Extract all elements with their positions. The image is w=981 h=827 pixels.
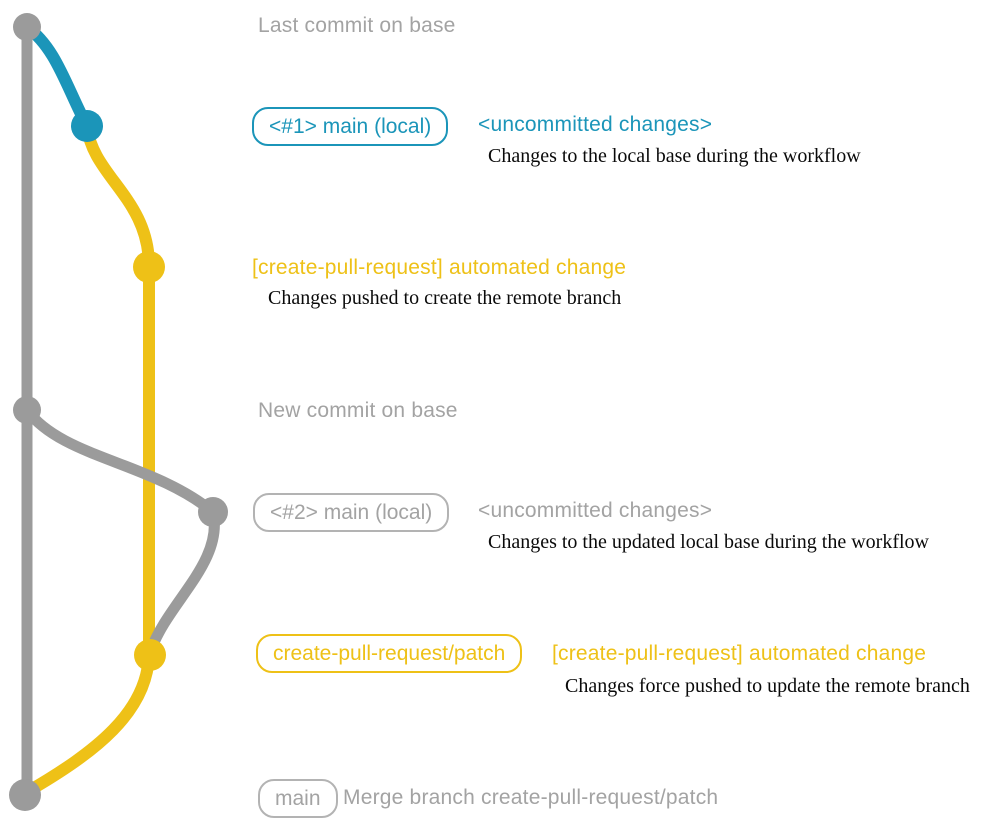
label-last-commit-on-base: Last commit on base [258, 14, 456, 37]
commit-dot-main-local-1 [71, 110, 103, 142]
branch-badge-create-pull-request-patch: create-pull-request/patch [256, 634, 523, 673]
branch-badge-main: main [258, 779, 338, 818]
label-uncommitted-changes-1: <uncommitted changes> [478, 113, 713, 136]
note-force-push-remote-branch: Changes force pushed to update the remot… [565, 675, 970, 697]
main-local-1-branch-line [21, 21, 93, 132]
commit-dot-automated-change-2 [134, 639, 166, 671]
commit-graph [9, 13, 228, 811]
main-local-2-branch-line [21, 404, 220, 656]
commit-dot-last-base [13, 13, 41, 41]
commit-dot-automated-change-1 [133, 251, 165, 283]
label-automated-change-2: [create-pull-request] automated change [552, 642, 927, 665]
commit-dot-new-base [13, 396, 41, 424]
commit-dot-main-local-2 [198, 497, 228, 527]
branch-badge-main-local-2: <#2> main (local) [253, 493, 450, 532]
note-push-remote-branch: Changes pushed to create the remote bran… [268, 287, 622, 309]
label-uncommitted-changes-2: <uncommitted changes> [478, 499, 713, 522]
label-new-commit-on-base: New commit on base [258, 399, 458, 422]
commit-dot-merge [9, 779, 41, 811]
note-local-base-changes: Changes to the local base during the wor… [488, 145, 861, 167]
note-updated-local-base-changes: Changes to the updated local base during… [488, 531, 929, 553]
patch-branch-line [21, 120, 155, 798]
label-merge-branch: Merge branch create-pull-request/patch [343, 786, 719, 809]
label-automated-change-1: [create-pull-request] automated change [252, 256, 627, 279]
branch-badge-main-local-1: <#1> main (local) [252, 107, 449, 146]
